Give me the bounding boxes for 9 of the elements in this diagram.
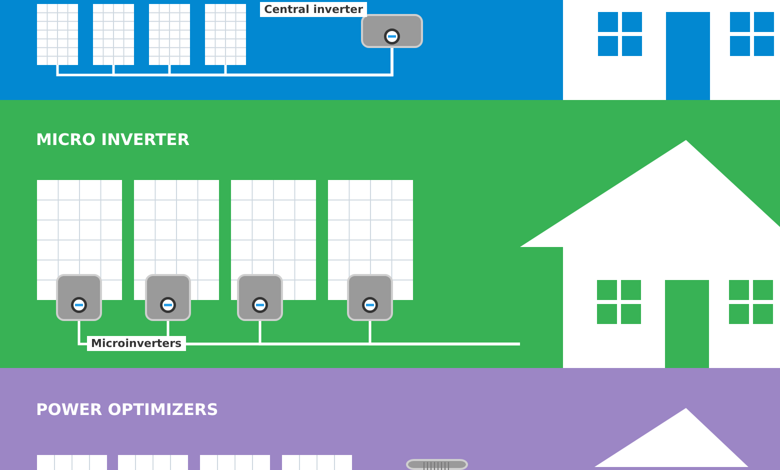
section-heading: MICRO INVERTER — [36, 130, 190, 149]
section-band — [0, 0, 780, 100]
section-band — [0, 368, 780, 470]
wire — [224, 48, 394, 76]
callout-label: Central inverter — [260, 2, 367, 17]
section-heading: POWER OPTIMIZERS — [36, 400, 218, 419]
section-band — [0, 100, 780, 368]
wire — [368, 321, 520, 346]
callout-label: Microinverters — [87, 336, 186, 351]
